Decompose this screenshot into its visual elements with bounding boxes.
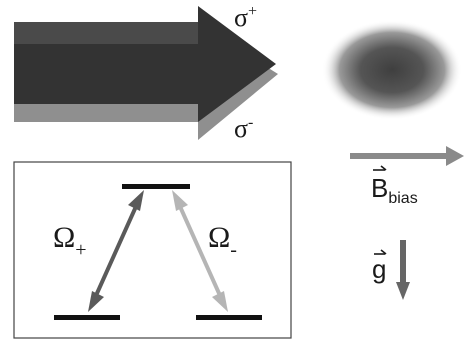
laser-beam xyxy=(14,6,278,140)
ground-level-left xyxy=(54,315,120,320)
bias-field-label: Bbias xyxy=(371,173,418,207)
level-diagram: Ω+ Ω- xyxy=(13,161,292,339)
omega-plus-transition xyxy=(88,190,144,312)
ground-level-right xyxy=(196,315,262,320)
right-harpoon-icon xyxy=(373,165,387,171)
gravity-label: g xyxy=(372,254,386,284)
right-harpoon-icon xyxy=(374,249,387,255)
beam-highlight xyxy=(14,22,198,44)
level-diagram-frame xyxy=(13,161,292,339)
sigma-minus-label: σ- xyxy=(234,114,253,143)
sigma-plus-label: σ+ xyxy=(234,3,257,32)
gravity-arrow xyxy=(396,240,410,300)
atom-cloud xyxy=(322,20,462,120)
excited-level xyxy=(122,184,190,189)
omega-minus-label: Ω- xyxy=(208,221,237,261)
omega-minus-transition xyxy=(172,190,228,312)
omega-plus-label: Ω+ xyxy=(53,221,87,261)
bias-field-arrow xyxy=(350,146,464,166)
